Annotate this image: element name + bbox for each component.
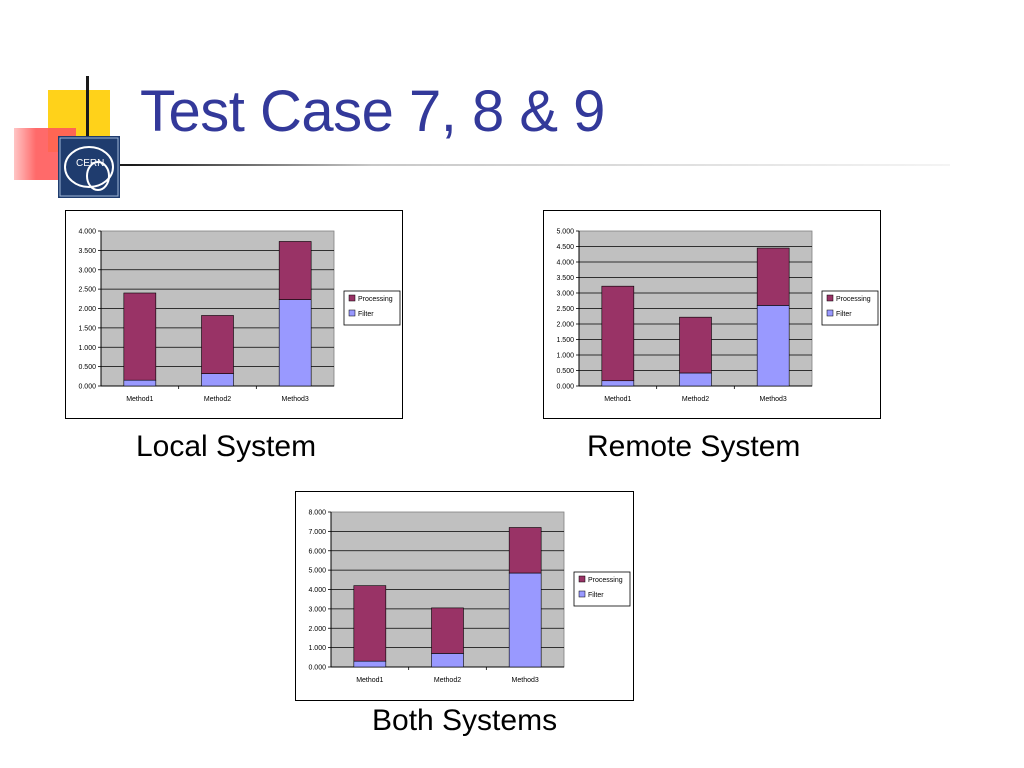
- y-tick-label: 1.000: [556, 353, 574, 360]
- y-tick-label: 4.500: [556, 244, 574, 251]
- y-tick-label: 2.000: [78, 306, 96, 313]
- y-tick-label: 1.500: [78, 325, 96, 332]
- chart-local-system-svg: 0.000 0.500 1.000 1.500 2.000 2.500 3.000 3.500…: [78, 229, 401, 403]
- y-tick-label: 4.000: [308, 587, 326, 594]
- y-tick-label: 1.000: [308, 645, 326, 652]
- chart-local-system: 0.000 0.500 1.000 1.500 2.000 2.500 3.000 3.500…: [65, 210, 403, 419]
- chart-both-systems: 0.000 1.000 2.000 3.000 4.000 5.000 6.000 7.000…: [295, 491, 634, 701]
- y-tick-label: 4.000: [556, 260, 574, 267]
- cern-logo: CERN: [58, 136, 120, 198]
- bar-filter-method2: [431, 653, 464, 668]
- y-tick-label: 3.000: [556, 291, 574, 298]
- y-tick-label: 5.000: [556, 229, 574, 236]
- bar-processing-method1: [123, 292, 157, 381]
- page-title: Test Case 7, 8 & 9: [140, 79, 605, 144]
- bar-filter-method1: [353, 660, 387, 668]
- legend-label-filter: Filter: [588, 592, 604, 599]
- y-tick-label: 2.500: [78, 287, 96, 294]
- y-tick-label: 5.000: [308, 568, 326, 575]
- decor-red-fade: [0, 128, 36, 180]
- bar-filter-method1: [123, 379, 157, 387]
- y-tick-label: 7.000: [308, 529, 326, 536]
- legend-label-filter: Filter: [836, 311, 852, 318]
- legend-label-processing: Processing: [836, 296, 871, 303]
- legend-label-processing: Processing: [588, 577, 623, 584]
- caption-local-system: Local System: [136, 430, 317, 463]
- bar-filter-method3: [278, 299, 312, 387]
- legend-label-filter: Filter: [358, 311, 374, 318]
- bar-processing-method3: [756, 247, 790, 306]
- chart-remote-system: 0.000 0.500 1.000 1.500 2.000 2.500 3.000 3.500…: [543, 210, 881, 419]
- y-tick-label: 0.000: [556, 384, 574, 391]
- x-tick-label: Method3: [282, 396, 309, 403]
- y-tick-label: 6.000: [308, 548, 326, 555]
- y-tick-label: 8.000: [308, 510, 326, 517]
- bar-filter-method2: [679, 372, 712, 387]
- legend-box: [821, 290, 879, 326]
- bar-processing-method3: [508, 527, 542, 574]
- chart-both-systems-svg: 0.000 1.000 2.000 3.000 4.000 5.000 6.000 7.000…: [308, 510, 631, 684]
- bar-processing-method1: [353, 585, 387, 662]
- bar-processing-method2: [679, 316, 712, 374]
- legend-swatch-filter: [578, 590, 586, 598]
- legend-swatch-filter: [826, 309, 834, 317]
- title-underline: [60, 164, 950, 166]
- x-tick-label: Method2: [204, 396, 231, 403]
- bar-processing-method1: [601, 285, 635, 382]
- y-tick-label: 3.000: [78, 267, 96, 274]
- y-tick-label: 2.500: [556, 306, 574, 313]
- x-tick-label: Method2: [682, 396, 709, 403]
- legend-swatch-processing: [348, 294, 356, 302]
- decor-vertical-line: [86, 76, 89, 186]
- bar-processing-method2: [201, 315, 234, 374]
- legend-swatch-filter: [348, 309, 356, 317]
- legend-swatch-processing: [578, 575, 586, 583]
- bar-processing-method2: [431, 607, 464, 654]
- y-tick-label: 3.000: [308, 606, 326, 613]
- y-tick-label: 1.500: [556, 337, 574, 344]
- chart-remote-system-svg: 0.000 0.500 1.000 1.500 2.000 2.500 3.000 3.500…: [556, 229, 879, 403]
- y-tick-label: 0.500: [78, 364, 96, 371]
- y-tick-label: 2.000: [308, 626, 326, 633]
- y-tick-label: 0.500: [556, 368, 574, 375]
- x-tick-label: Method3: [512, 677, 539, 684]
- bar-filter-method1: [601, 380, 635, 387]
- y-tick-label: 4.000: [78, 229, 96, 236]
- x-tick-label: Method3: [760, 396, 787, 403]
- y-tick-label: 3.500: [78, 248, 96, 255]
- cern-logo-text: CERN: [76, 158, 104, 169]
- y-tick-label: 0.000: [78, 384, 96, 391]
- x-tick-label: Method1: [604, 396, 631, 403]
- bar-filter-method3: [508, 572, 542, 668]
- y-tick-label: 1.000: [78, 345, 96, 352]
- caption-remote-system: Remote System: [587, 430, 801, 463]
- x-tick-label: Method1: [126, 396, 153, 403]
- y-tick-label: 3.500: [556, 275, 574, 282]
- bar-processing-method3: [278, 241, 312, 300]
- bar-filter-method2: [201, 373, 234, 387]
- legend-label-processing: Processing: [358, 296, 393, 303]
- caption-both-systems: Both Systems: [372, 704, 558, 737]
- y-tick-label: 2.000: [556, 322, 574, 329]
- x-tick-label: Method2: [434, 677, 461, 684]
- y-tick-label: 0.000: [308, 665, 326, 672]
- x-tick-label: Method1: [356, 677, 383, 684]
- bar-filter-method3: [756, 305, 790, 387]
- legend-swatch-processing: [826, 294, 834, 302]
